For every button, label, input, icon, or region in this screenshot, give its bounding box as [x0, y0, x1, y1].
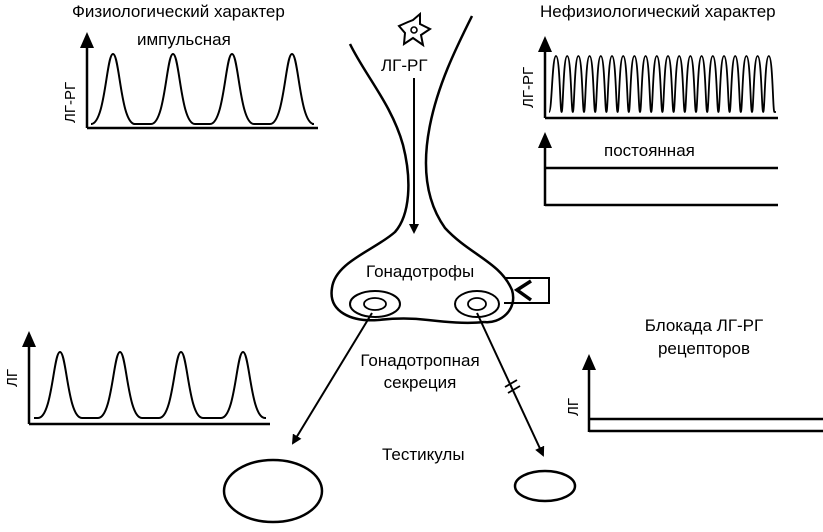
pulse-wave — [34, 350, 266, 419]
y-axis-label: ЛГ — [4, 369, 21, 387]
y-axis-arrowhead — [22, 331, 36, 347]
pulse-wave — [90, 52, 315, 125]
funnel-left-edge — [330, 43, 485, 325]
label-constant: постоянная — [604, 141, 695, 160]
label-gonadotropic-line1: Гонадотропная — [360, 351, 480, 370]
receptor-left — [349, 290, 401, 318]
blocked-mark — [504, 379, 521, 394]
testis-large — [222, 458, 324, 524]
y-axis-arrowhead — [538, 36, 552, 52]
label-gonadotrophs: Гонадотрофы — [366, 262, 475, 281]
y-axis-label: ЛГ — [565, 398, 582, 416]
chart-nonphysiological-lhrh: ЛГ-РГ — [520, 36, 778, 120]
label-blockade-line1: Блокада ЛГ-РГ — [644, 316, 764, 335]
pituitary-outline — [330, 15, 515, 325]
label-gonadotropic-line2: секреция — [383, 373, 457, 392]
label-lhrh-top: ЛГ-РГ — [381, 56, 428, 75]
y-axis-arrowhead — [582, 354, 596, 370]
y-axis-label: ЛГ-РГ — [62, 82, 79, 123]
y-axis-label: ЛГ-РГ — [520, 67, 537, 108]
y-axis-arrowhead — [80, 32, 94, 48]
receptor-right — [454, 290, 500, 318]
testis-small — [513, 469, 577, 503]
title-physiological: Физиологический характер — [72, 2, 285, 21]
chart-physiological-lhrh: ЛГ-РГ — [62, 32, 318, 130]
label-receptor-blockade: Блокада ЛГ-РГ рецепторов — [624, 316, 784, 359]
receptor-blocker-icon — [504, 277, 550, 304]
label-gonadotropic-secretion: Гонадотропная секреция — [352, 351, 488, 393]
chart-constant-lhrh — [538, 132, 778, 207]
label-pulsatile: импульсная — [137, 30, 231, 49]
label-blockade-line2: рецепторов — [657, 339, 751, 358]
chart-lh-physiological: ЛГ — [4, 331, 270, 426]
arrow-to-left-testis — [291, 312, 373, 445]
neuron-cell-icon — [397, 11, 432, 48]
title-nonphysiological: Нефизиологический характер — [540, 2, 776, 21]
chart-lh-blockade: ЛГ — [565, 354, 823, 433]
high-frequency-wave — [548, 55, 776, 113]
y-axis-arrowhead — [538, 132, 552, 148]
funnel-right-edge — [424, 15, 515, 324]
label-testes: Тестикулы — [382, 445, 465, 464]
